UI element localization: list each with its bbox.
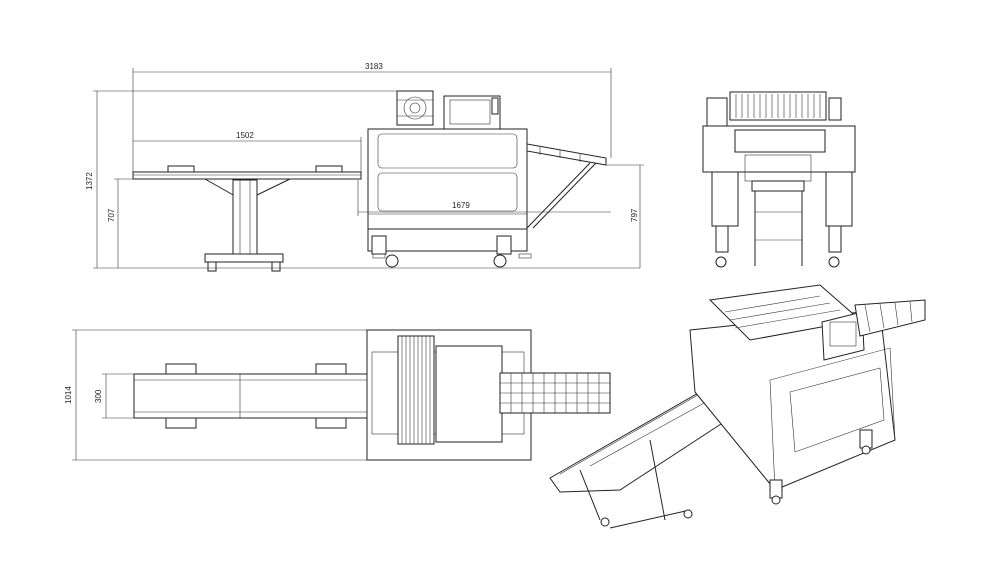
outfeed-grid-top xyxy=(499,372,611,414)
isometric-view xyxy=(549,284,926,529)
infeed-conveyor-side xyxy=(132,165,362,272)
dim-overall-length: 3183 xyxy=(365,62,383,71)
dim-body-length: 1679 xyxy=(452,201,470,210)
side-elevation-view: 3183 1502 1679 1372 707 797 xyxy=(85,62,644,272)
machine-body-side xyxy=(367,90,532,268)
top-view: 1014 300 xyxy=(64,329,611,461)
dim-infeed-length: 1502 xyxy=(236,131,254,140)
side-dimensions: 3183 1502 1679 1372 707 797 xyxy=(85,62,644,269)
dim-outfeed-height: 797 xyxy=(630,208,639,222)
dim-total-height: 1372 xyxy=(85,172,94,190)
dim-total-width: 1014 xyxy=(64,386,73,404)
outfeed-conveyor-side xyxy=(526,143,607,229)
dim-infeed-height: 707 xyxy=(107,208,116,222)
top-dimensions: 1014 300 xyxy=(64,329,367,461)
front-view xyxy=(702,91,856,268)
dim-belt-width: 300 xyxy=(94,389,103,403)
